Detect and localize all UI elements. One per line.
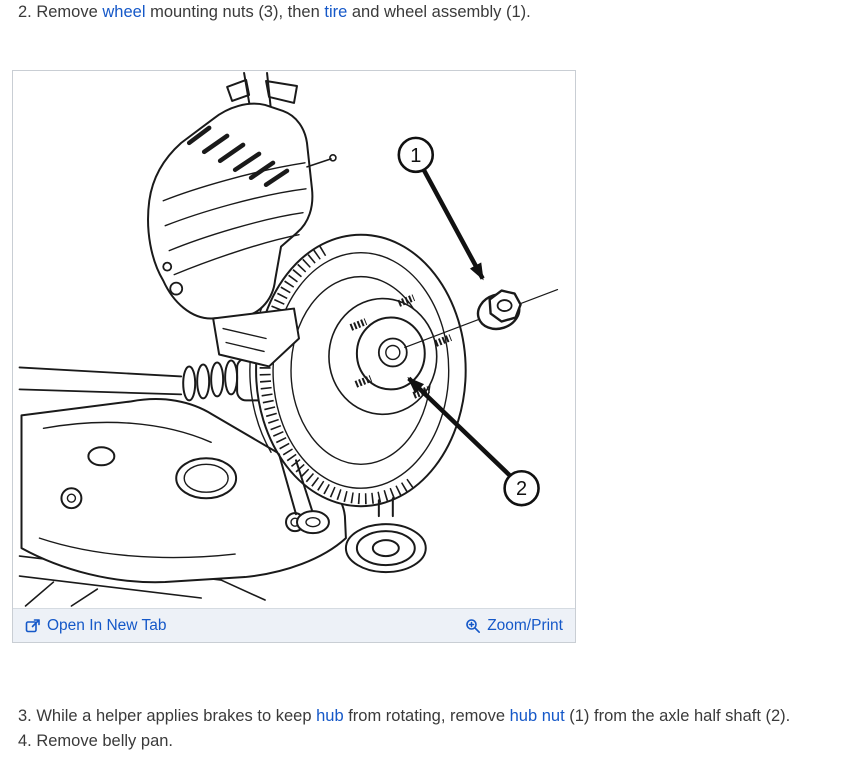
brake-caliper — [147, 102, 337, 368]
step-2-text: 2. Remove wheel mounting nuts (3), then … — [18, 2, 531, 23]
diagram-canvas: 1 2 — [13, 71, 575, 608]
callout-2: 2 — [407, 376, 540, 507]
step-3-part: from rotating, remove — [343, 707, 510, 725]
bushing-mount — [344, 497, 427, 574]
step-3-part: (1) from the axle half shaft (2). — [564, 707, 791, 725]
open-in-new-tab-label: Open In New Tab — [47, 616, 167, 634]
step-2-part: 2. Remove — [18, 3, 103, 21]
step-4-text: 4. Remove belly pan. — [18, 732, 174, 750]
lower-control-arm — [20, 398, 347, 584]
hub-nut-link[interactable]: hub nut — [509, 707, 565, 725]
wheel-link[interactable]: wheel — [102, 3, 146, 21]
open-in-new-tab-icon — [25, 618, 40, 632]
ball-joint — [278, 453, 330, 535]
step-2-part: and wheel assembly (1). — [347, 3, 531, 21]
step-3-text: 3. While a helper applies brakes to keep… — [18, 706, 790, 727]
open-in-new-tab-link[interactable]: Open In New Tab — [25, 617, 166, 635]
zoom-print-link[interactable]: Zoom/Print — [465, 617, 563, 635]
callout-2-label: 2 — [516, 478, 527, 500]
diagram-panel: 1 2 Open In New Tab Zoom/Print — [12, 70, 576, 643]
axle-half-shaft — [18, 357, 279, 402]
tire-link[interactable]: tire — [324, 3, 348, 21]
callout-1-label: 1 — [410, 145, 421, 167]
zoom-print-label: Zoom/Print — [487, 616, 563, 634]
callout-1-arrow — [421, 168, 485, 281]
brake-hub-diagram: 1 2 — [18, 71, 559, 607]
callout-1: 1 — [397, 136, 485, 281]
step-3-part: 3. While a helper applies brakes to keep — [18, 707, 317, 725]
hub-nut — [404, 288, 559, 349]
figure-toolbar: Open In New Tab Zoom/Print — [13, 608, 575, 642]
callout-2-arrow — [407, 376, 512, 477]
step-2-part: mounting nuts (3), then — [145, 3, 325, 21]
hub-link[interactable]: hub — [316, 707, 344, 725]
zoom-icon — [466, 618, 481, 633]
